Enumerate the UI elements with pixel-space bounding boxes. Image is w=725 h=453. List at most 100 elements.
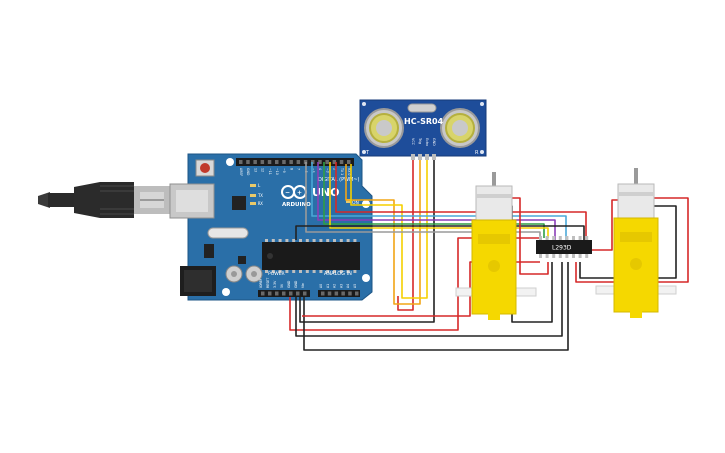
chip-leg xyxy=(265,239,268,242)
digital-pin-label: GND xyxy=(246,168,250,176)
chip-leg xyxy=(326,239,330,242)
arduino-brand: ARDUINO xyxy=(282,202,311,208)
chip-leg xyxy=(271,239,275,242)
header-pin[interactable] xyxy=(260,160,265,164)
header-pin[interactable] xyxy=(282,160,286,164)
sensor-pin[interactable] xyxy=(425,154,429,160)
header-pin[interactable] xyxy=(246,160,250,164)
header-pin[interactable] xyxy=(267,160,272,164)
header-pin[interactable] xyxy=(332,160,337,164)
chip-leg xyxy=(353,239,357,242)
digital-pin-label: ~9 xyxy=(282,168,286,173)
ic-leg xyxy=(552,236,556,240)
sensor-pin[interactable] xyxy=(432,154,436,160)
mounting-hole xyxy=(362,274,370,282)
sensor-pin-label: Echo xyxy=(425,138,429,146)
ic-leg xyxy=(572,254,575,258)
analog-pin[interactable] xyxy=(355,291,359,296)
chip-leg xyxy=(339,239,343,242)
ic-leg xyxy=(578,236,582,240)
header-pin[interactable] xyxy=(325,160,329,164)
wire-digital-1 xyxy=(311,162,567,250)
analog-pin[interactable] xyxy=(327,291,332,296)
ic-leg xyxy=(578,254,582,258)
power-pin[interactable] xyxy=(268,291,272,296)
wire-digital-4 xyxy=(329,162,549,238)
ic-leg xyxy=(539,254,542,258)
header-pin[interactable] xyxy=(347,160,351,164)
sensor-pin-label: GND xyxy=(432,138,436,146)
ic-leg xyxy=(585,254,589,258)
analog-pin-label: A0 xyxy=(319,284,323,288)
power-pin-label: 5V xyxy=(280,283,284,288)
chip-leg xyxy=(312,270,316,273)
digital-pin-label: 7 xyxy=(297,168,301,170)
chip-leg xyxy=(353,270,357,273)
header-pin[interactable] xyxy=(239,160,243,164)
header-pin[interactable] xyxy=(253,160,257,164)
sensor-model: HC-SR04 xyxy=(404,117,444,126)
ic-leg xyxy=(545,236,549,240)
sensor-pin[interactable] xyxy=(418,154,422,160)
power-pin[interactable] xyxy=(261,291,265,296)
analog-pin-label: A2 xyxy=(333,284,337,288)
power-pin-label: GND xyxy=(287,280,291,288)
chip-leg xyxy=(339,270,343,273)
analog-pin-label: A3 xyxy=(339,284,343,288)
chip-leg xyxy=(333,270,336,273)
dc-motor-2 xyxy=(595,168,677,318)
power-pin[interactable] xyxy=(296,291,300,296)
chip-leg xyxy=(299,239,302,242)
chip-leg xyxy=(278,239,282,242)
header-pin[interactable] xyxy=(339,160,344,164)
header-pin[interactable] xyxy=(296,160,301,164)
analog-pin[interactable] xyxy=(341,291,345,296)
wire-digital-5 xyxy=(335,162,587,240)
chip-leg xyxy=(305,270,309,273)
chip-leg xyxy=(271,270,275,273)
l293d-driver: L293D xyxy=(536,236,592,258)
ic-leg xyxy=(558,236,562,240)
analog-header xyxy=(318,290,360,297)
sensor-pin[interactable] xyxy=(411,154,415,160)
power-pin-label: 3.3V xyxy=(273,280,277,288)
header-pin[interactable] xyxy=(275,160,279,164)
power-pin[interactable] xyxy=(303,291,307,296)
wire-motor2-a xyxy=(575,197,689,283)
chip-leg xyxy=(319,270,323,273)
ic-leg xyxy=(565,254,569,258)
chip-leg xyxy=(305,239,309,242)
chip-leg xyxy=(326,270,330,273)
header-pin[interactable] xyxy=(318,160,322,164)
analog-pin[interactable] xyxy=(334,291,339,296)
wire-gnd-2 xyxy=(303,262,569,351)
analog-pin[interactable] xyxy=(348,291,352,296)
power-pin[interactable] xyxy=(289,291,293,296)
digital-header-label: DIGITAL (PWM~) xyxy=(318,177,360,183)
digital-pin-label: ~11 xyxy=(268,168,272,175)
wire-sensor-echo xyxy=(350,160,428,299)
svg-text:−: − xyxy=(285,190,290,197)
sensor-pin-label: Trig xyxy=(418,137,422,144)
dc-motor-1 xyxy=(455,172,537,320)
header-pin[interactable] xyxy=(289,160,293,164)
wire-digital-6 xyxy=(305,162,541,238)
analog-pin-label: A1 xyxy=(326,284,330,288)
power-pin[interactable] xyxy=(282,291,286,296)
wire-motor2-b xyxy=(579,205,677,279)
digital-pin-label: TX 1 xyxy=(340,167,344,175)
ic-leg xyxy=(572,236,575,240)
ic-leg xyxy=(558,254,562,258)
wire-sensor-gnd xyxy=(299,160,435,323)
arduino-model: UNO xyxy=(312,186,340,199)
analog-pin[interactable] xyxy=(321,291,325,296)
chip-leg xyxy=(285,270,289,273)
ic-leg xyxy=(585,236,589,240)
wire-sensor-vcc xyxy=(397,160,414,311)
power-pin-label: RESET xyxy=(266,278,270,288)
power-pin[interactable] xyxy=(275,291,279,296)
ic-leg xyxy=(539,236,542,240)
usb-cable-icon xyxy=(38,182,170,218)
on-label: ON xyxy=(352,200,359,206)
